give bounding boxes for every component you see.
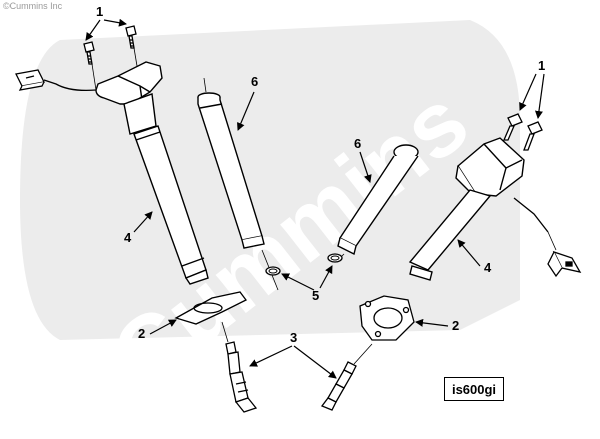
callout-1-right: 1: [538, 58, 545, 73]
callout-5: 5: [312, 288, 319, 303]
o-ring-left-inner: [268, 268, 278, 274]
wiring-harness: [43, 79, 97, 92]
gasket-left: [174, 291, 247, 325]
capscrew-left-a: [83, 41, 95, 65]
callout-6-right: 6: [354, 136, 361, 151]
nozzle-left: [225, 341, 258, 413]
o-ring-right-inner: [330, 255, 340, 261]
o-ring-right: [327, 253, 343, 263]
o-ring-left: [265, 266, 281, 276]
copyright-text: ©Cummins Inc: [3, 1, 63, 11]
figure-id-label: is600gi: [444, 377, 504, 401]
electrical-connector-left: [15, 69, 45, 91]
wiring-harness-right: [513, 197, 549, 233]
injector-left: [95, 61, 209, 285]
injector-sleeve-right: [337, 144, 419, 256]
injector-right: [408, 137, 525, 281]
center-line: [203, 77, 207, 93]
leader-lines: [85, 18, 545, 379]
callout-2-left: 2: [138, 326, 145, 341]
gasket-right: [359, 295, 415, 341]
center-line: [221, 321, 229, 343]
callout-4-left: 4: [124, 230, 132, 245]
callout-4-right: 4: [484, 260, 492, 275]
injector-sleeve-left: [197, 92, 265, 249]
center-line: [547, 231, 557, 251]
watermark-logo: Cummins: [20, 20, 520, 408]
callout-3: 3: [290, 330, 297, 345]
electrical-connector-right: [547, 250, 582, 278]
center-line: [353, 343, 373, 365]
callout-6-left: 6: [251, 74, 258, 89]
nozzle-right: [320, 361, 357, 411]
capscrew-left-b: [125, 25, 137, 49]
capscrew-right-a: [503, 113, 523, 141]
capscrew-right-b: [523, 121, 543, 151]
callout-1-left: 1: [96, 4, 103, 19]
callout-2-right: 2: [452, 318, 459, 333]
center-line: [91, 63, 97, 91]
